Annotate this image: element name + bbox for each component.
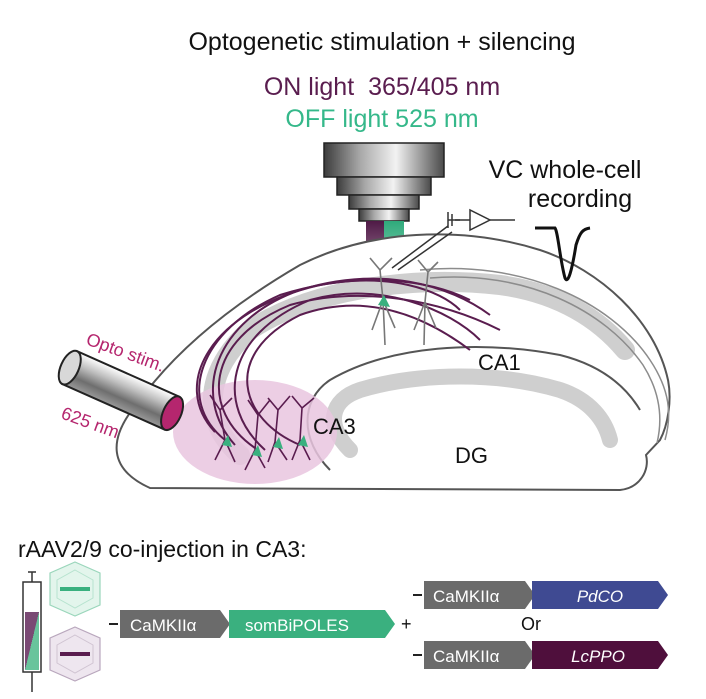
sombipoles-gene-arrow xyxy=(229,610,395,638)
option2-promoter-label: CaMKIIα xyxy=(433,647,500,666)
figure-title: Optogenetic stimulation + silencing xyxy=(188,28,575,56)
plus-sign: + xyxy=(401,614,412,634)
main-promoter-arrow xyxy=(120,610,230,638)
aav-capsid-green-icon xyxy=(49,561,101,617)
fimbria-fiber-line xyxy=(429,276,661,444)
ca1-label: CA1 xyxy=(478,350,521,375)
sombipoles-gene-label: somBiPOLES xyxy=(245,616,349,635)
fimbria-fibers xyxy=(419,267,670,441)
dg-label: DG xyxy=(455,443,488,468)
injection-title: rAAV2/9 co-injection in CA3: xyxy=(18,536,307,562)
option2-promoter-arrow xyxy=(424,641,535,669)
option1-promoter-label: CaMKIIα xyxy=(433,587,500,606)
ca3-pyramidal-neurons xyxy=(209,394,315,471)
recording-pipette-icon xyxy=(391,208,515,271)
option1-promoter-arrow xyxy=(424,581,535,609)
syringe-icon xyxy=(22,571,42,692)
ca3-label: CA3 xyxy=(313,414,356,439)
or-label: Or xyxy=(521,614,541,634)
on-light-text: ON light xyxy=(264,73,354,101)
optic-fiber-icon xyxy=(57,349,185,432)
lcppo-gene-arrow xyxy=(532,641,668,669)
lcppo-gene-label: LcPPO xyxy=(571,647,625,666)
ca3-cell-bodies xyxy=(222,435,308,457)
pdco-gene-label: PdCO xyxy=(577,587,623,606)
recording-label-line2: recording xyxy=(528,185,632,213)
on-light-label: ON light 365/405 nm xyxy=(264,73,500,101)
recorded-ca1-neuron xyxy=(378,295,390,307)
on-light-wavelength: 365/405 nm xyxy=(368,73,500,101)
granule-cell-layer xyxy=(326,368,618,458)
pdco-gene-arrow xyxy=(532,581,668,609)
microscope-objective-icon xyxy=(323,142,445,222)
main-promoter-label: CaMKIIα xyxy=(130,616,197,635)
recording-label-line1: VC whole-cell xyxy=(489,156,642,184)
opto-stim-wavelength: 625 nm xyxy=(59,403,122,442)
off-light-label: OFF light 525 nm xyxy=(285,105,478,133)
ca1-pyramidal-neurons xyxy=(369,257,439,346)
vc-current-trace xyxy=(535,226,591,282)
aav-capsid-purple-icon xyxy=(49,626,101,682)
